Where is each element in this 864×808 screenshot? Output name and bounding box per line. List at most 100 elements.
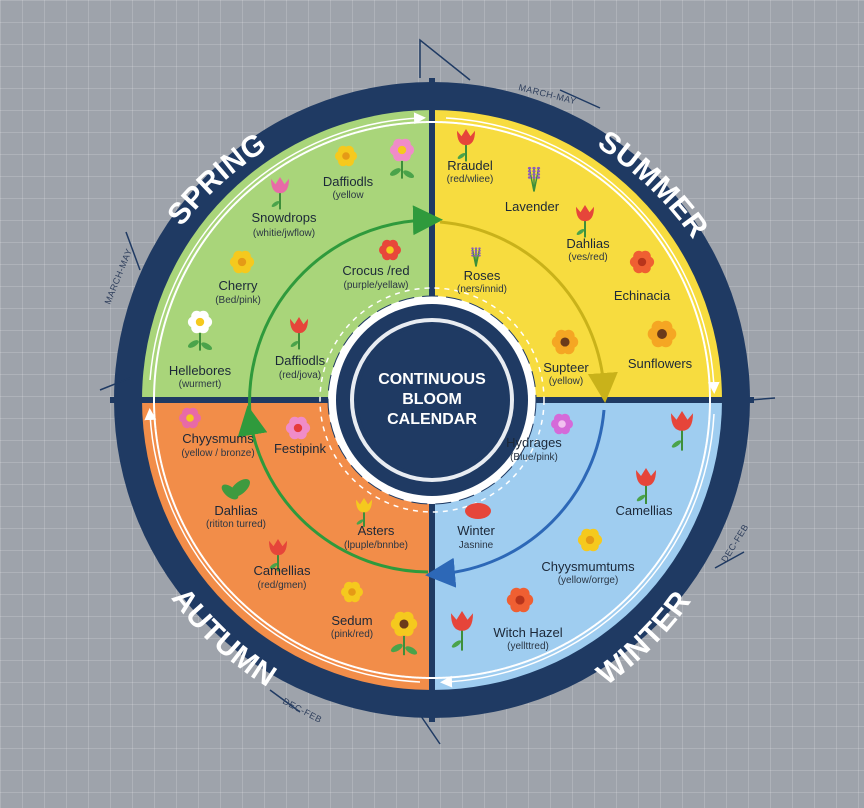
flower-colors: (Blue/pink) <box>510 452 558 463</box>
flower-icon <box>341 581 363 603</box>
flower-icon <box>576 205 594 238</box>
flower-colors: (red/gmen) <box>258 580 307 591</box>
center-title-line2: BLOOM <box>402 391 462 408</box>
flower-name: Snowdrops <box>251 210 317 225</box>
autumn-flowers: Chyysmums (yellow / bronze) Festipink Da… <box>181 431 408 640</box>
flower-name: Supteer <box>543 360 589 375</box>
bracket-bottom <box>409 699 441 745</box>
flower-name: Dahlias <box>566 236 610 251</box>
flower-name: Hellebores <box>169 363 232 378</box>
bracket-left <box>125 231 141 271</box>
bracket-left-lower <box>99 377 131 391</box>
flower-name: Camellias <box>615 503 673 518</box>
flower-icon <box>187 310 213 351</box>
flower-colors: (yellttred) <box>507 641 549 652</box>
center-title-line1: CONTINUOUS <box>378 371 486 388</box>
flower-icon <box>379 239 401 261</box>
flower-icon <box>577 528 603 552</box>
flower-name: Dahlias <box>214 503 258 518</box>
flower-colors: (whitie/jwflow) <box>253 228 315 239</box>
flower-name: Camellias <box>253 563 311 578</box>
flower-name: Echinacia <box>614 288 671 303</box>
flower-name: Rraudel <box>447 158 493 173</box>
center-hub: CONTINUOUS BLOOM CALENDAR <box>327 295 537 505</box>
flower-name: Daffiodls <box>275 353 326 368</box>
flower-name: Roses <box>464 268 501 283</box>
edge-arrow-spring <box>149 112 426 381</box>
flower-colors: (red/jova) <box>279 370 321 381</box>
flower-colors: (red/wliee) <box>447 174 494 185</box>
flower-colors: (ves/red) <box>568 252 607 263</box>
leaf-icon <box>221 484 239 500</box>
flower-name: Sunflowers <box>628 356 693 371</box>
flower-colors: (ners/innid) <box>457 284 507 295</box>
flower-name: Witch Hazel <box>493 625 562 640</box>
flower-icon <box>290 317 308 350</box>
green-flow-arrow-lower <box>237 405 429 574</box>
center-title-line3: CALENDAR <box>387 411 477 428</box>
winter-flowers: Hydrages (Blue/pink) Camellias Winter Ja… <box>457 435 673 652</box>
center-disc <box>358 326 506 474</box>
flower-name: Sedum <box>331 613 372 628</box>
bracket-right <box>749 397 776 401</box>
flower-icon <box>457 129 475 162</box>
edge-arrow-summer <box>445 117 720 394</box>
flower-colors: (Bed/pink) <box>215 295 261 306</box>
flower-icon <box>465 503 491 519</box>
flower-name: Chyysmums <box>182 431 254 446</box>
flower-colors: Jasnine <box>459 540 494 551</box>
flower-name: Crocus /red <box>342 263 409 278</box>
flower-name: Cherry <box>218 278 258 293</box>
flower-icon <box>390 611 418 656</box>
flower-icon <box>506 587 534 613</box>
flower-colors: (rititon turred) <box>206 519 266 530</box>
flower-colors: (wurmert) <box>179 379 222 390</box>
flower-name: Daffiodls <box>323 174 374 189</box>
flower-icon <box>471 247 481 267</box>
spring-flowers: Daffiodls (yellow Snowdrops (whitie/jwfl… <box>169 174 410 390</box>
flower-colors: (lpuple/bnnbe) <box>344 540 408 551</box>
flower-icon <box>285 416 311 440</box>
green-flow-arrow <box>248 205 443 416</box>
flower-icon <box>629 250 655 274</box>
outer-white-band <box>153 121 711 679</box>
flower-icon <box>335 145 357 167</box>
flower-icon <box>671 411 693 451</box>
center-white-ring <box>350 318 514 482</box>
bracket-right-lower <box>714 551 745 569</box>
flower-colors: (yellow <box>332 190 364 201</box>
flower-colors: (pink/red) <box>331 629 373 640</box>
flower-colors: (purple/yellaw) <box>343 280 408 291</box>
blue-flow-arrow <box>425 409 606 588</box>
month-range-left: MARCH-MAY <box>103 247 135 306</box>
summer-flowers: Rraudel (red/wliee) Lavender Dahlias (ve… <box>447 158 693 387</box>
flower-colors: (yellow / bronze) <box>181 448 254 459</box>
flower-icon <box>269 539 287 572</box>
flower-name: Winter <box>457 523 495 538</box>
flower-icon <box>356 498 372 527</box>
yellow-flow-arrow <box>439 220 618 403</box>
bracket-bottom-left <box>269 689 301 713</box>
flower-icon <box>271 177 289 210</box>
month-range-bottom-left: DEC-FEB <box>281 696 324 725</box>
flower-icon <box>551 329 579 355</box>
flower-icon <box>229 250 255 274</box>
bracket-top-left <box>419 38 471 81</box>
flower-icon <box>527 166 541 192</box>
flower-icon <box>551 413 573 435</box>
flower-icon <box>451 611 473 651</box>
bracket-top-right <box>559 89 601 109</box>
flower-colors: (yellow/orrge) <box>558 575 619 586</box>
flower-name: Festipink <box>274 441 327 456</box>
flower-name: Asters <box>358 523 395 538</box>
edge-arrow-winter <box>440 413 715 688</box>
inner-dashed-band <box>319 287 545 513</box>
flower-icon <box>179 407 201 429</box>
flower-icon <box>636 468 656 504</box>
flower-name: Chyysmumtums <box>541 559 635 574</box>
flower-icon <box>389 138 415 179</box>
flower-colors: (yellow) <box>549 376 583 387</box>
flower-icons <box>179 129 693 656</box>
flower-icon <box>647 320 677 348</box>
